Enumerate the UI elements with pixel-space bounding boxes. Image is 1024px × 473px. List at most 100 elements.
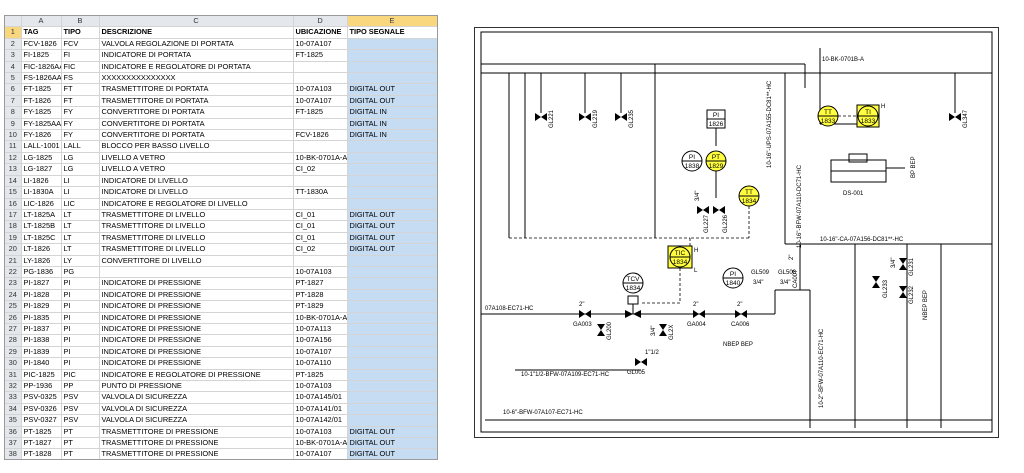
cell-ubicazione[interactable]: 10-07A107 — [293, 346, 348, 359]
row-header[interactable]: 27 — [5, 323, 22, 336]
cell-tipo[interactable]: PI — [61, 289, 100, 302]
cell-descrizione[interactable]: TRASMETTITORE DI PORTATA — [99, 95, 294, 108]
cell-tipo-segnale[interactable] — [347, 186, 437, 199]
valve-gl232[interactable]: GL232 — [899, 285, 915, 304]
cell-tipo-segnale[interactable] — [347, 357, 437, 370]
cell-tipo-segnale[interactable]: DIGITAL OUT — [347, 220, 437, 233]
cell-tipo[interactable]: PIC — [61, 369, 100, 382]
cell-tipo-segnale[interactable] — [347, 380, 437, 393]
valve-tcv-body[interactable] — [625, 295, 641, 318]
cell-tag[interactable]: LT-1825C — [21, 232, 62, 245]
cell-descrizione[interactable]: VALVOLA DI SICUREZZA — [99, 403, 294, 416]
row-header[interactable]: 38 — [5, 448, 22, 459]
cell-descrizione[interactable]: INDICATORE DI LIVELLO — [99, 175, 294, 188]
row-header[interactable]: 12 — [5, 152, 22, 165]
cell-ubicazione[interactable]: TT-1830A — [293, 186, 348, 199]
cell-tipo-segnale[interactable] — [347, 323, 437, 336]
cell-tag[interactable]: LG-1825 — [21, 152, 62, 165]
cell-tipo[interactable]: FI — [61, 49, 100, 62]
row-header[interactable]: 23 — [5, 277, 22, 290]
cell-ubicazione[interactable]: PT-1828 — [293, 289, 348, 302]
cell-tipo[interactable]: LI — [61, 175, 100, 188]
cell-tipo[interactable]: PP — [61, 380, 100, 393]
cell-tipo[interactable]: LG — [61, 152, 100, 165]
row-header[interactable]: 25 — [5, 300, 22, 313]
row-header[interactable]: 32 — [5, 380, 22, 393]
cell-ubicazione[interactable]: 10-07A103 — [293, 426, 348, 439]
valve-ca006[interactable]: CA006 2" — [731, 302, 750, 328]
cell-tipo[interactable]: PI — [61, 312, 100, 324]
row-header[interactable]: 17 — [5, 209, 22, 222]
cell-tipo-segnale[interactable] — [347, 49, 437, 62]
cell-ubicazione[interactable]: CI_01 — [293, 232, 348, 245]
cell-tag[interactable]: LI-1826 — [21, 175, 62, 188]
cell-ubicazione[interactable]: CI_02 — [293, 163, 348, 176]
cell-descrizione[interactable]: VALVOLA REGOLAZIONE DI PORTATA — [99, 38, 294, 51]
cell-tipo[interactable]: LALL — [61, 140, 100, 153]
cell-tag[interactable]: LG-1827 — [21, 163, 62, 176]
cell-tipo-segnale[interactable] — [347, 266, 437, 279]
cell-tipo-segnale[interactable] — [347, 369, 437, 382]
cell-descrizione[interactable]: CONVERTITORE DI LIVELLO — [99, 255, 294, 267]
cell-tipo-segnale[interactable]: DIGITAL OUT — [347, 209, 437, 222]
cell-tipo[interactable]: LT — [61, 209, 100, 222]
cell-descrizione[interactable]: BLOCCO PER BASSO LIVELLO — [99, 140, 294, 153]
cell-ubicazione[interactable]: 10-BK-0701A-A — [293, 437, 348, 450]
cell-tipo-segnale[interactable] — [347, 72, 437, 85]
cell-tipo-segnale[interactable] — [347, 289, 437, 302]
row-header[interactable]: 31 — [5, 369, 22, 382]
cell-ubicazione[interactable]: FCV-1826 — [293, 129, 348, 142]
valve-ca007[interactable]: CA007 2" — [789, 255, 799, 288]
row-header[interactable]: 14 — [5, 175, 22, 188]
cell-tipo-segnale[interactable] — [347, 198, 437, 210]
cell-tipo[interactable]: PT — [61, 437, 100, 450]
cell-tipo[interactable]: PT — [61, 426, 100, 439]
instrument-ti1833[interactable]: TI 1833 H — [856, 104, 885, 128]
row-header[interactable]: 8 — [5, 106, 22, 119]
cell-descrizione[interactable]: INDICATORE DI PRESSIONE — [99, 334, 294, 347]
cell-tag[interactable]: PI-1835 — [21, 312, 62, 324]
instrument-tt1833[interactable]: TT 1833 — [817, 105, 839, 127]
cell-ubicazione[interactable] — [293, 175, 348, 188]
valve-ga003[interactable]: GA003 2" — [573, 302, 592, 328]
cell-tipo[interactable]: LY — [61, 255, 100, 267]
valve-gl347[interactable]: GL347 — [949, 73, 969, 128]
cell-tipo-segnale[interactable]: DIGITAL OUT — [347, 437, 437, 450]
cell-descrizione[interactable]: INDICATORE DI PORTATA — [99, 49, 294, 62]
cell-ubicazione[interactable]: 10-07A103 — [293, 266, 348, 279]
valve-gl221[interactable]: GL221 — [535, 73, 555, 128]
row-header[interactable]: 22 — [5, 266, 22, 279]
cell-ubicazione[interactable]: 10-07A113 — [293, 323, 348, 336]
row-header[interactable]: 3 — [5, 49, 22, 62]
cell-tipo[interactable]: FS — [61, 72, 100, 85]
row-header[interactable]: 30 — [5, 357, 22, 370]
cell-tipo[interactable]: PI — [61, 357, 100, 370]
cell-tag[interactable]: PI-1840 — [21, 357, 62, 370]
cell-ubicazione[interactable]: CI_01 — [293, 209, 348, 222]
cell-ubicazione[interactable]: PT-1825 — [293, 369, 348, 382]
valve-gl219[interactable]: GL219 — [579, 73, 599, 128]
row-header[interactable]: 10 — [5, 129, 22, 142]
cell-tag[interactable]: FI-1825 — [21, 49, 62, 62]
cell-ubicazione[interactable]: FT-1825 — [293, 106, 348, 119]
valve-gl200[interactable]: GL200 — [597, 321, 613, 340]
row-header[interactable]: 29 — [5, 346, 22, 359]
instrument-pi1838[interactable]: PI 1838 — [681, 150, 703, 172]
cell-tipo-segnale[interactable]: DIGITAL OUT — [347, 448, 437, 459]
valve-gl509[interactable]: GL509 3/4" — [751, 270, 770, 286]
cell-tipo-segnale[interactable] — [347, 38, 437, 51]
cell-ubicazione[interactable]: FT-1825 — [293, 49, 348, 62]
cell-tipo-segnale[interactable] — [347, 255, 437, 267]
cell-tipo[interactable]: PI — [61, 323, 100, 336]
cell-tipo[interactable]: PSV — [61, 414, 100, 427]
row-header[interactable]: 4 — [5, 61, 22, 74]
row-header[interactable]: 16 — [5, 198, 22, 210]
cell-descrizione[interactable]: DESCRIZIONE — [99, 26, 294, 39]
row-header[interactable]: 28 — [5, 334, 22, 347]
cell-tag[interactable]: TAG — [21, 26, 62, 39]
cell-tag[interactable]: LT-1826 — [21, 243, 62, 256]
valve-gl231[interactable]: GL231 3/4" — [891, 257, 915, 276]
cell-descrizione[interactable]: CONVERTITORE DI PORTATA — [99, 129, 294, 142]
cell-tag[interactable]: FIC-1826AA — [21, 61, 62, 74]
cell-descrizione[interactable]: TRASMETTITORE DI LIVELLO — [99, 209, 294, 222]
